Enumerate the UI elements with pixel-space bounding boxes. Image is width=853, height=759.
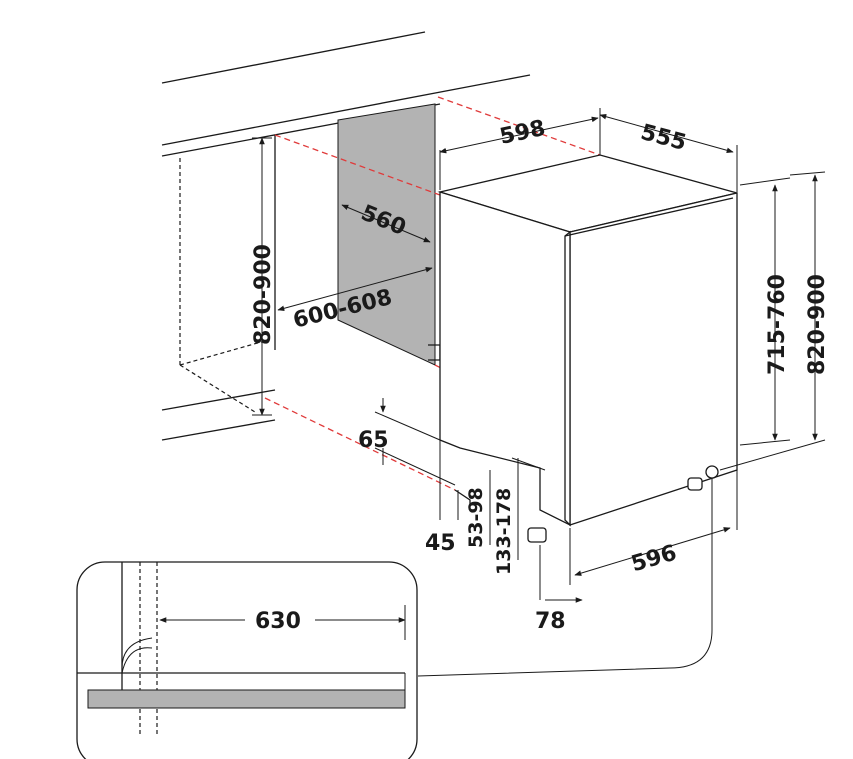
feet <box>454 465 719 543</box>
dishwasher-body <box>437 154 738 527</box>
dim-133-178: 133-178 <box>493 488 515 575</box>
dim-53-98: 53-98 <box>465 487 487 548</box>
dim-133-178-line <box>511 457 546 560</box>
dim-65: 65 <box>358 428 389 453</box>
dim-45: 45 <box>425 531 456 556</box>
dim-715-760-line <box>739 177 791 446</box>
dim-right-820-900-line <box>719 171 826 471</box>
countertop <box>161 31 531 350</box>
dim-65-line <box>374 398 456 486</box>
dim-560-line <box>341 204 431 243</box>
dim-left-820-900: 820-900 <box>251 244 276 345</box>
dim-600-608-line <box>277 266 433 312</box>
dim-555-line <box>599 108 738 192</box>
dim-right-820-900: 820-900 <box>805 274 830 375</box>
dim-45-line <box>439 440 459 520</box>
dim-715-760: 715-760 <box>765 274 790 375</box>
dim-630: 630 <box>255 609 301 634</box>
detail-leader <box>417 478 713 677</box>
dim-598-line <box>439 116 599 190</box>
dim-596: 596 <box>628 541 679 578</box>
dim-78-line <box>539 545 583 603</box>
floor-lines <box>161 389 276 441</box>
dim-left-820-900-line <box>252 137 272 416</box>
dim-555: 555 <box>638 120 689 156</box>
left-cabinet-outline <box>179 158 269 413</box>
dim-630-label-bg <box>245 606 315 632</box>
dim-78: 78 <box>535 609 566 634</box>
detail-inset <box>76 561 418 759</box>
dim-596-line <box>569 470 738 585</box>
